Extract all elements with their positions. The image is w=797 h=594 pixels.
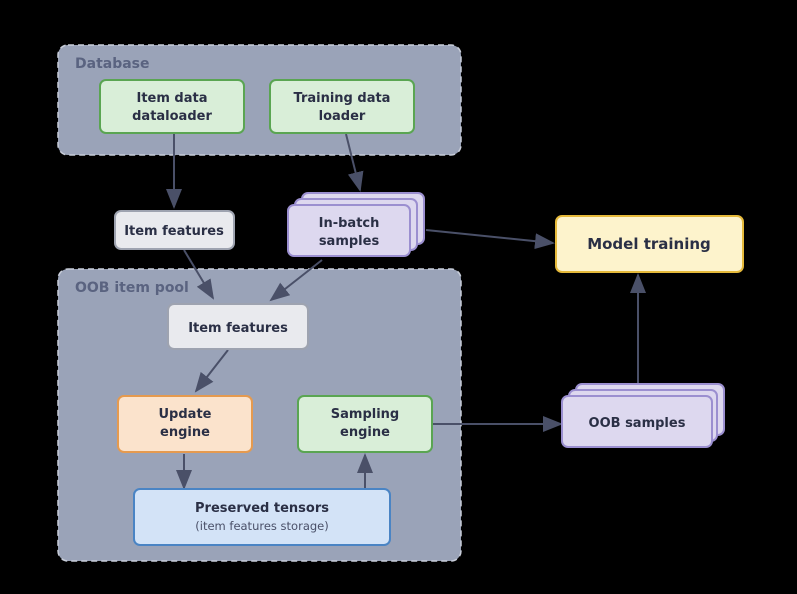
model-training-node: Model training [555,215,744,273]
sampling-engine-node: Sampling engine [297,395,433,453]
arrows [166,133,646,490]
item-data-dataloader-line2: dataloader [132,109,212,124]
training-data-loader-node: Training data loader [269,79,415,134]
training-data-loader-line2: loader [319,109,366,124]
item-features-pool-node: Item features [167,303,309,350]
item-features-top-node: Item features [114,210,235,250]
preserved-tensors-title: Preserved tensors [195,501,329,516]
sampling-engine-line1: Sampling [331,407,399,422]
model-training-label: Model training [587,235,711,253]
sampling-engine-line2: engine [340,425,390,440]
oob-samples-label: OOB samples [589,416,686,431]
in-batch-samples-node: In-batch samples [287,192,425,257]
in-batch-samples-line1: In-batch [319,216,380,231]
arrow-features-to-pool [183,249,215,300]
item-data-dataloader-node: Item data dataloader [99,79,245,134]
training-data-loader-line1: Training data [294,91,391,106]
arrow-training-to-inbatch [345,133,364,192]
oob-samples-node: OOB samples [561,383,725,448]
arrow-pool-to-update [194,349,229,393]
preserved-tensors-node: Preserved tensors (item features storage… [133,488,391,546]
arrow-inbatch-to-pool [269,259,323,302]
arrow-inbatch-to-model [425,229,555,250]
database-group-label: Database [75,56,150,72]
preserved-tensors-subtitle: (item features storage) [195,519,328,533]
update-engine-line2: engine [160,425,210,440]
update-engine-line1: Update [159,407,212,422]
oob-pool-group-label: OOB item pool [75,280,189,296]
item-data-dataloader-line1: Item data [136,91,207,106]
in-batch-samples-line2: samples [319,234,380,249]
item-features-top-label: Item features [124,224,224,239]
item-features-pool-label: Item features [188,321,288,336]
update-engine-node: Update engine [117,395,253,453]
